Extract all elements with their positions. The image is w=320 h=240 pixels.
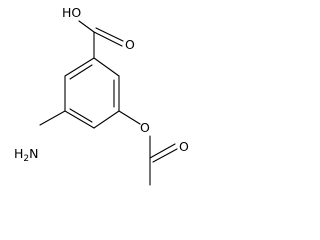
bond-carboxyl-c-double-o-b	[95, 27, 124, 42]
amine-n-label: N	[29, 146, 38, 161]
bond-ester-c-double-o-b	[152, 148, 178, 163]
ring-double-bond-inner-bottom-left	[69, 108, 93, 123]
acetoxy-group: O O	[118, 110, 189, 186]
bond-ring-to-ester-oxygen	[118, 110, 141, 125]
chemical-structure-diagram: HO O O O H2N	[14, 5, 189, 186]
bond-ring-to-amine	[39, 110, 66, 126]
ester-carbonyl-oxygen-label: O	[179, 139, 189, 154]
ring-bond-top-left	[64, 57, 95, 77]
ring-bond-top-right	[93, 57, 120, 77]
carboxylic-acid-group: HO O	[62, 5, 135, 59]
ring-double-bond-inner-top-left	[69, 64, 93, 80]
amine-h-label: H	[14, 146, 23, 161]
ester-oxygen-label: O	[140, 120, 150, 135]
benzene-ring	[64, 57, 120, 129]
bond-ester-c-double-o-a	[149, 143, 176, 159]
bond-carboxyl-c-double-o-a	[93, 31, 123, 47]
carboxyl-carbonyl-oxygen-label: O	[125, 37, 135, 52]
amine-subscript-label: 2	[23, 154, 29, 164]
ring-bond-bottom-right	[93, 110, 120, 129]
amine-group: H2N	[14, 110, 66, 164]
bond-carboxyl-c-oh	[78, 20, 95, 33]
carboxyl-hydroxyl-label: HO	[62, 5, 81, 20]
amine-label: H2N	[14, 146, 39, 164]
ring-bond-bottom-left	[64, 110, 95, 129]
